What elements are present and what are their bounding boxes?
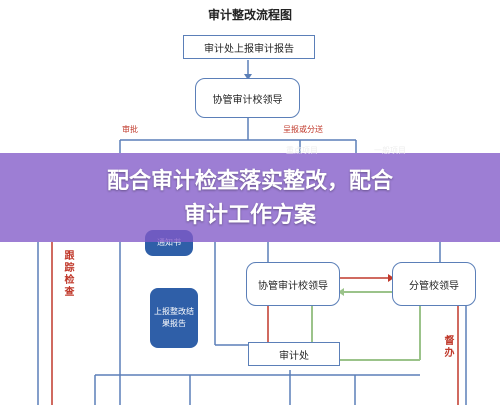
label-approve: 审批 [122, 125, 138, 134]
banner-line-2: 审计工作方案 [183, 203, 316, 228]
node-leader-top: 协管审计校领导 [195, 78, 300, 118]
diagram-title: 审计整改流程图 [207, 8, 292, 22]
label-submit-dispatch: 呈报或分送 [283, 125, 323, 134]
label-key-item: 重点项目 [286, 146, 318, 155]
title-banner [0, 153, 500, 242]
node-audit-office: 审计处 [248, 342, 340, 366]
label-general-item: 一般项目 [374, 146, 406, 155]
node-leader-right: 分管校领导 [392, 262, 476, 306]
banner-line-1: 配合审计检查落实整改，配合 [106, 169, 393, 194]
callout-report-result: 上报整改结果报告 [150, 288, 198, 348]
arrow-head-1 [244, 74, 252, 80]
label-follow-check: 跟踪检查 [62, 250, 73, 298]
node-audit-report: 审计处上报审计报告 [183, 35, 315, 59]
banner-text: 配合审计检查落实整改，配合 审计工作方案 [0, 165, 500, 233]
node-leader-mid: 协管审计校领导 [246, 262, 340, 306]
label-supervise: 督办 [442, 335, 453, 359]
